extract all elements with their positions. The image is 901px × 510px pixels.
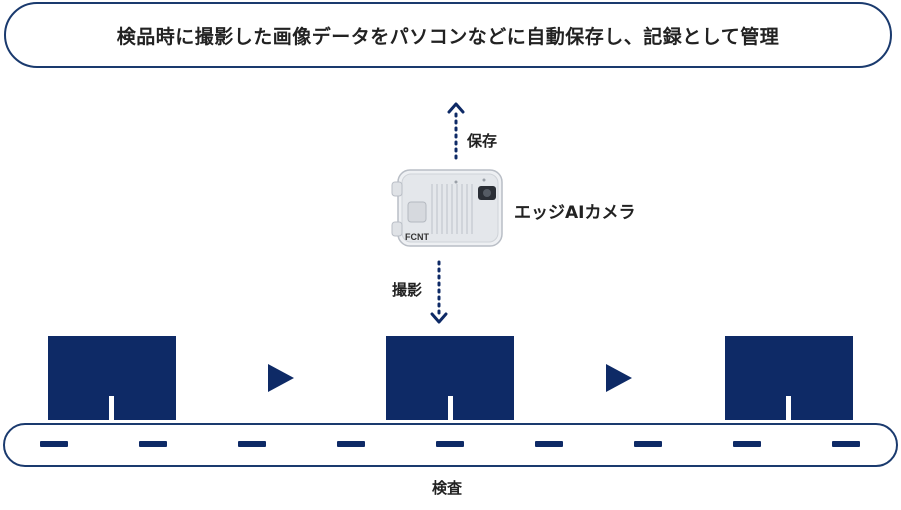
product-box-2: [386, 336, 514, 420]
flow-arrow-icon: [606, 364, 632, 392]
flow-arrow-icon: [268, 364, 294, 392]
capture-arrow: [432, 262, 446, 322]
save-label: 保存: [467, 130, 497, 151]
camera-brand-text: FCNT: [405, 232, 429, 242]
conveyor-belt: [4, 424, 897, 466]
product-box-3: [725, 336, 853, 420]
save-arrow: [449, 104, 463, 158]
product-box-1: [48, 336, 176, 420]
inspection-label: 検査: [432, 477, 462, 498]
capture-label: 撮影: [392, 279, 422, 300]
camera-label: エッジAIカメラ: [514, 198, 635, 223]
